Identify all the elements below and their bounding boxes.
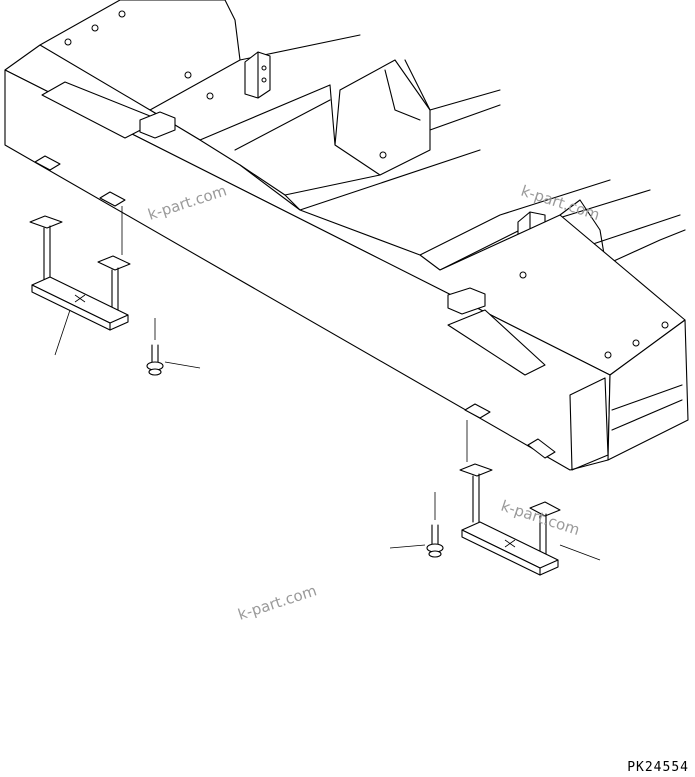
side-beam [4, 44, 689, 471]
bolt-icon [426, 524, 444, 558]
right-hanger-assembly [389, 420, 601, 576]
drawing-code: PK24554 [627, 760, 689, 775]
bracket-icon [461, 521, 559, 576]
watermark: k-part.com [236, 581, 319, 623]
bolt-icon [146, 344, 164, 376]
bracket-icon [31, 276, 129, 331]
left-hanger-assembly [29, 206, 201, 376]
